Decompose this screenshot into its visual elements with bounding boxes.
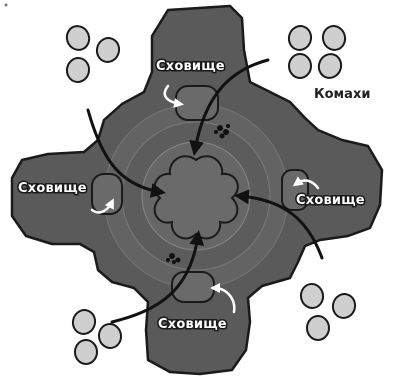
corner-dot <box>5 4 8 7</box>
label-insects: Комахи <box>314 87 370 102</box>
food-pebbles-bottom-right <box>299 282 358 340</box>
label-storage-top: Сховище <box>156 59 225 74</box>
label-storage-right: Сховище <box>296 193 365 208</box>
label-storage-bottom: Сховище <box>158 317 227 332</box>
food-pebbles-bottom-left <box>70 308 123 364</box>
food-pebbles-top-left <box>64 23 122 84</box>
label-storage-left: Сховище <box>18 181 87 196</box>
food-pebbles-top-right <box>286 24 347 81</box>
